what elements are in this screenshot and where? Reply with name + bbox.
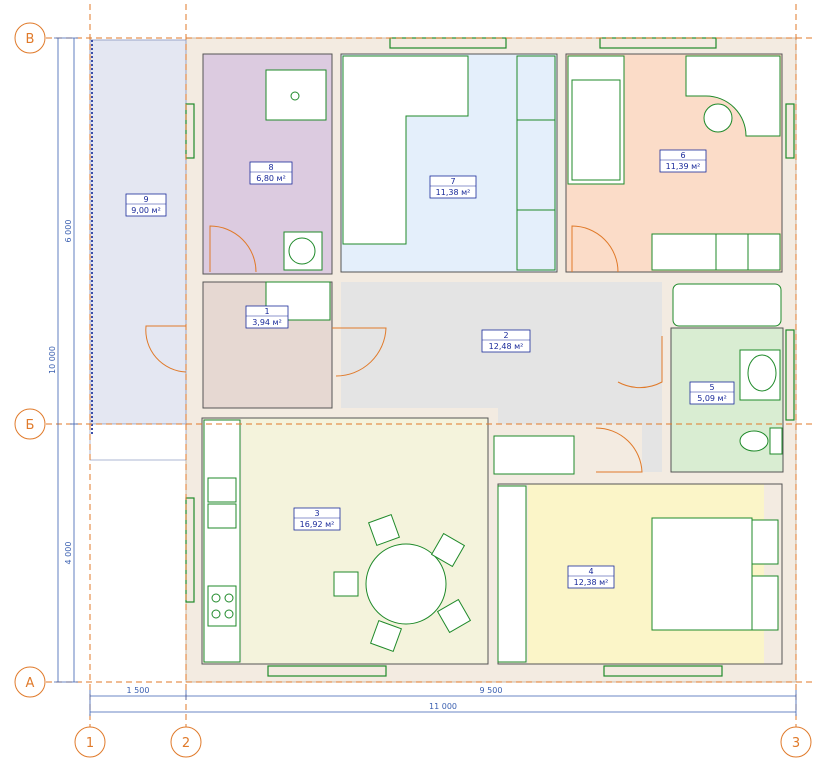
axis-label-b: Б (26, 418, 35, 433)
room-label-4: 4 12,38 м² (567, 565, 615, 589)
room-label-3: 3 16,92 м² (293, 507, 341, 531)
svg-text:2: 2 (503, 331, 508, 340)
axis-marker-2 (170, 726, 202, 758)
svg-text:3,94 м²: 3,94 м² (252, 318, 282, 327)
svg-text:9: 9 (143, 195, 148, 204)
terrace-lower (89, 423, 187, 461)
svg-text:4: 4 (588, 567, 593, 576)
room-2-fill (341, 282, 662, 472)
room-label-2: 2 12,48 м² (481, 329, 531, 353)
axis-marker-3 (780, 726, 812, 758)
svg-text:5: 5 (709, 383, 714, 392)
axis-label-a: А (26, 676, 35, 691)
axis-marker-v (14, 22, 46, 54)
dim-bottom-2: 9 500 (480, 686, 503, 695)
svg-text:9,00 м²: 9,00 м² (131, 206, 161, 215)
axis-marker-b (14, 408, 46, 440)
room-label-5: 5 5,09 м² (689, 381, 735, 405)
axis-marker-1 (74, 726, 106, 758)
svg-text:3: 3 (314, 509, 319, 518)
furniture (203, 55, 783, 663)
dim-left-1: 6 000 (64, 220, 73, 243)
svg-text:6,80 м²: 6,80 м² (256, 174, 286, 183)
axis-markers (14, 22, 812, 758)
svg-text:12,38 м²: 12,38 м² (574, 578, 609, 587)
axis-label-1: 1 (86, 736, 94, 751)
svg-text:7: 7 (450, 177, 455, 186)
dimension-lines (54, 37, 797, 716)
room-9-fill (89, 39, 187, 425)
axis-label-v: В (26, 32, 35, 47)
dim-left-total: 10 000 (48, 346, 57, 374)
svg-text:11,39 м²: 11,39 м² (666, 162, 701, 171)
room-label-8: 8 6,80 м² (249, 161, 293, 185)
room-label-9: 9 9,00 м² (125, 193, 167, 217)
svg-text:11,38 м²: 11,38 м² (436, 188, 471, 197)
axis-label-2: 2 (182, 736, 190, 751)
dim-bottom-1: 1 500 (127, 686, 150, 695)
axis-label-3: 3 (792, 736, 800, 751)
svg-text:12,48 м²: 12,48 м² (489, 342, 524, 351)
svg-text:8: 8 (268, 163, 273, 172)
grid-axes (46, 4, 816, 730)
doors (145, 225, 663, 473)
room-label-1: 1 3,94 м² (245, 305, 289, 329)
svg-text:1: 1 (264, 307, 269, 316)
axis-marker-a (14, 666, 46, 698)
svg-text:16,92 м²: 16,92 м² (300, 520, 335, 529)
dim-bottom-total: 11 000 (429, 702, 457, 711)
dim-left-2: 4 000 (64, 542, 73, 565)
room-label-6: 6 11,39 м² (659, 149, 707, 173)
svg-text:6: 6 (680, 151, 685, 160)
svg-text:5,09 м²: 5,09 м² (697, 394, 727, 403)
room-label-7: 7 11,38 м² (429, 175, 477, 199)
